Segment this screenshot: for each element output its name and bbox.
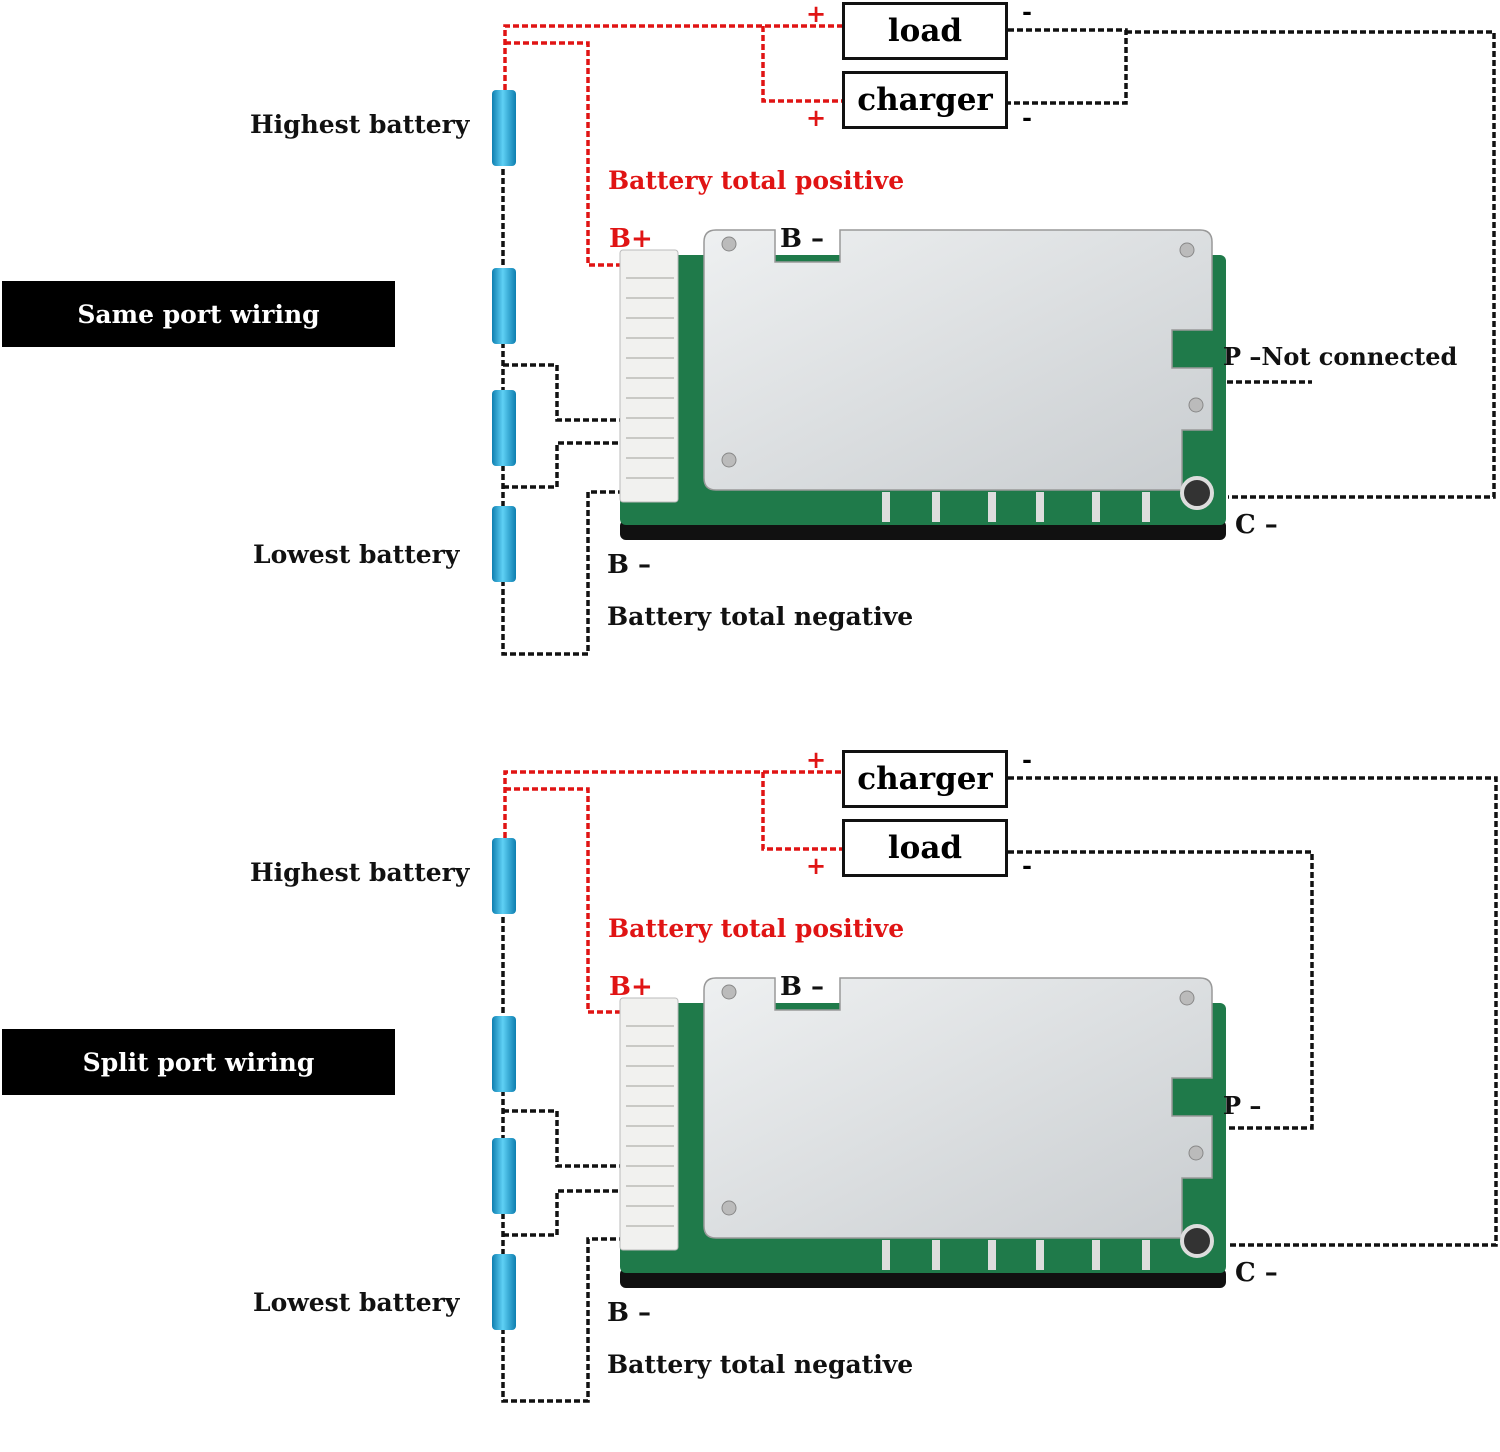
lowest-battery-label: Lowest battery <box>253 540 460 569</box>
battery-total-negative-label: Battery total negative <box>607 1350 914 1379</box>
negative-wires <box>501 776 1498 1403</box>
wiring-diagram-same-port <box>492 24 1496 656</box>
positive-wires <box>503 24 843 267</box>
panel-title: Same port wiring <box>2 281 395 347</box>
p-minus-label: P – <box>1223 1091 1262 1120</box>
battery-cell <box>492 90 516 166</box>
battery-cell <box>492 268 516 344</box>
bms-board <box>619 977 1226 1288</box>
positive-wires <box>503 770 843 1014</box>
plus-sign: + <box>806 0 827 28</box>
c-minus-label: C – <box>1235 510 1278 540</box>
b-minus-top-label: B – <box>780 224 825 254</box>
b-plus-label: B+ <box>609 224 653 254</box>
battery-cells <box>492 90 516 582</box>
b-minus-bottom-label: B – <box>607 1298 652 1328</box>
load-box: load <box>842 819 1008 877</box>
bms-board <box>619 229 1226 540</box>
battery-cell <box>492 1254 516 1330</box>
charger-box: charger <box>842 71 1008 129</box>
battery-cell <box>492 1016 516 1092</box>
battery-cell <box>492 838 516 914</box>
highest-battery-label: Highest battery <box>250 110 470 139</box>
minus-sign: - <box>1022 0 1032 26</box>
b-plus-label: B+ <box>609 972 653 1002</box>
highest-battery-label: Highest battery <box>250 858 470 887</box>
battery-total-negative-label: Battery total negative <box>607 602 914 631</box>
battery-cell <box>492 390 516 466</box>
panel-split-port: Split port wiring Highest battery Lowest… <box>0 748 1500 1452</box>
plus-sign: + <box>806 745 827 774</box>
minus-sign: - <box>1022 745 1032 774</box>
panel-title: Split port wiring <box>2 1029 395 1095</box>
c-minus-label: C – <box>1235 1258 1278 1288</box>
minus-sign: - <box>1022 851 1032 880</box>
wiring-diagram-split-port <box>492 770 1498 1403</box>
battery-total-positive-label: Battery total positive <box>608 166 905 195</box>
negative-wires <box>501 28 1496 656</box>
b-minus-bottom-label: B – <box>607 550 652 580</box>
p-minus-label: P –Not connected <box>1223 342 1458 371</box>
b-minus-top-label: B – <box>780 972 825 1002</box>
lowest-battery-label: Lowest battery <box>253 1288 460 1317</box>
charger-box: charger <box>842 750 1008 808</box>
panel-same-port: Same port wiring Highest battery Lowest … <box>0 0 1500 704</box>
minus-sign: - <box>1022 103 1032 132</box>
battery-cell <box>492 1138 516 1214</box>
battery-cells <box>492 838 516 1330</box>
plus-sign: + <box>806 103 827 132</box>
battery-total-positive-label: Battery total positive <box>608 914 905 943</box>
load-box: load <box>842 2 1008 60</box>
battery-cell <box>492 506 516 582</box>
plus-sign: + <box>806 851 827 880</box>
